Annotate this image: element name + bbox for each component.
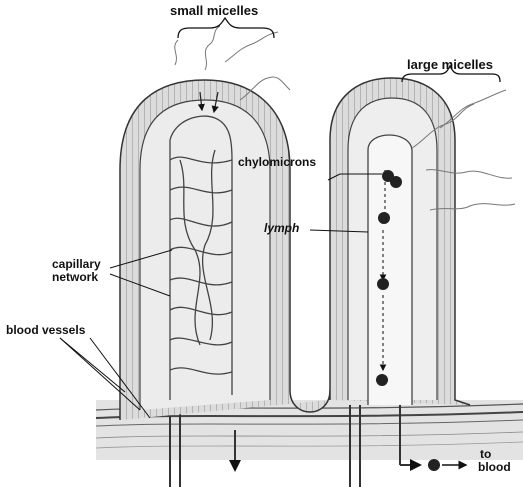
micelle-icon xyxy=(225,32,278,62)
chylomicron-icon xyxy=(390,176,402,188)
micelle-icon xyxy=(175,40,178,65)
chylomicron-icon xyxy=(428,459,440,471)
chylomicron-icon xyxy=(378,212,390,224)
label-blood: blood xyxy=(478,461,511,474)
label-lymph: lymph xyxy=(264,222,299,235)
small-micelles-bracket xyxy=(178,18,274,38)
right-villus xyxy=(330,78,470,405)
chylomicron-icon xyxy=(376,374,388,386)
label-chylomicrons: chylomicrons xyxy=(238,156,316,169)
micelle-icon xyxy=(205,26,220,70)
left-villus xyxy=(120,80,330,420)
label-small-micelles: small micelles xyxy=(170,4,258,17)
chylomicron-icon xyxy=(377,278,389,290)
label-network: network xyxy=(52,271,98,284)
label-large-micelles: large micelles xyxy=(407,58,493,71)
label-blood-vessels: blood vessels xyxy=(6,324,85,337)
